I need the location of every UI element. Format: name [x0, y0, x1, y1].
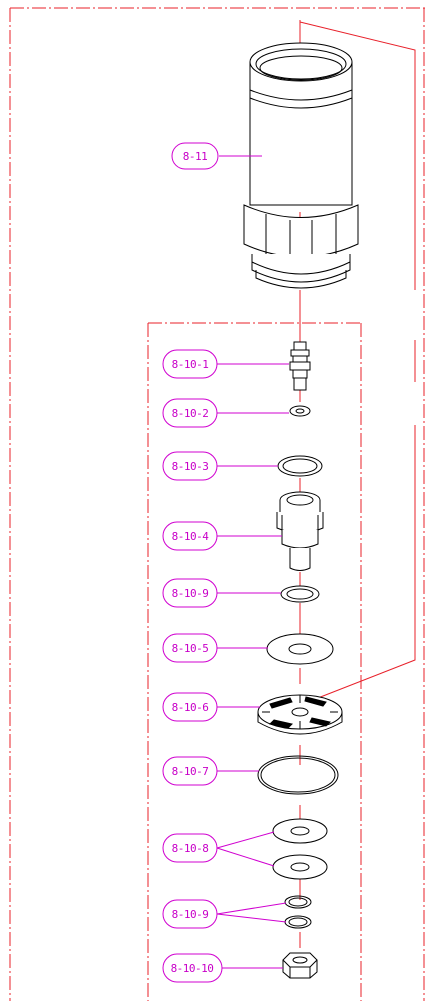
part-8-10-6-swirl-plate [257, 694, 343, 735]
callout-8-10-1-bubble [162, 349, 218, 379]
callout-8-10-10-bubble [162, 953, 223, 983]
part-8-10-4-valve-body [276, 491, 324, 571]
callout-label-8-10-2: 8-10-2 [172, 407, 209, 420]
callout-label-8-10-3: 8-10-3 [172, 460, 209, 473]
part-8-10-7-large-oring [257, 755, 339, 795]
callout-8-10-9b-bubble [162, 899, 218, 929]
callout-8-10-4-bubble [162, 521, 218, 551]
part-8-11-housing [243, 42, 359, 289]
assembly-bracket [299, 21, 416, 706]
callout-8-10-5-bubble [162, 633, 218, 663]
callout-label-8-10-1: 8-10-1 [172, 358, 209, 371]
callout-bubbles [162, 142, 223, 983]
callout-8-11-bubble [171, 142, 219, 170]
part-8-10-5-disc [266, 633, 334, 665]
part-8-10-1-fitting [289, 341, 311, 391]
callout-8-10-7-bubble [162, 756, 218, 786]
part-8-10-9-orings-lower [284, 895, 312, 929]
callout-leaders [216, 155, 289, 969]
part-8-10-2-washer [289, 405, 311, 417]
part-8-10-9-oring-upper [280, 585, 320, 603]
part-8-10-8-washers [272, 818, 328, 880]
callout-label-8-10-5: 8-10-5 [172, 642, 209, 655]
part-8-10-3-oring [277, 455, 323, 477]
callout-8-10-3-bubble [162, 451, 218, 481]
callout-labels: 8-11 8-10-1 8-10-2 8-10-3 8-10-4 8-10-9 … [171, 150, 214, 975]
callout-label-8-10-4: 8-10-4 [172, 530, 210, 543]
subassembly-frame [147, 322, 362, 1001]
part-8-10-10-hex-nut [282, 952, 318, 979]
callout-8-10-6-bubble [162, 692, 218, 722]
callout-8-10-2-bubble [162, 398, 218, 428]
callout-8-10-9a-bubble [162, 578, 218, 608]
callout-label-8-10-8: 8-10-8 [172, 842, 209, 855]
outer-frame [9, 7, 427, 1001]
callout-label-8-10-9a: 8-10-9 [172, 587, 209, 600]
callout-label-8-10-10: 8-10-10 [171, 962, 214, 975]
callout-label-8-10-9b: 8-10-9 [172, 908, 209, 921]
callout-8-10-8-bubble [162, 833, 218, 863]
callout-label-8-11: 8-11 [183, 150, 208, 163]
callout-label-8-10-7: 8-10-7 [172, 765, 209, 778]
callout-label-8-10-6: 8-10-6 [172, 701, 209, 714]
